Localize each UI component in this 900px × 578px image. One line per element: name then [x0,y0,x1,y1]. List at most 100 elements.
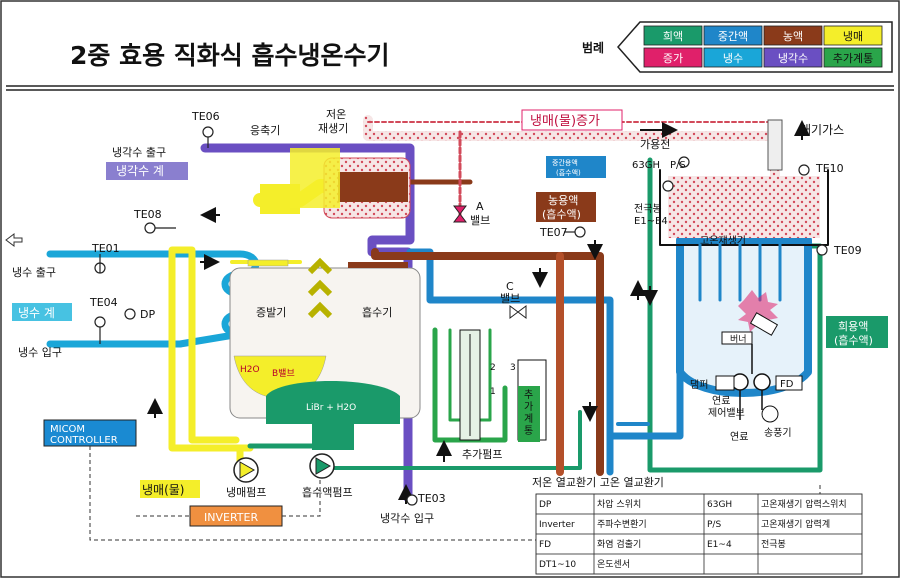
label-cooling-in: 냉각수 입구 [380,512,434,525]
table-cell: Inverter [539,520,575,530]
legend-swatch [763,25,823,46]
label-absorber: 흡수기 [362,305,392,319]
label-fuel: 연료 [730,431,748,443]
burner-assembly [715,290,803,423]
table-cell: 고온재생기 압력스위치 [761,498,847,510]
legend-item-label: 희액 [663,30,683,43]
table-cell: E1~4 [707,540,732,550]
label-te04: TE04 [89,296,118,309]
label-fuel-valve-1: 연료 [712,395,730,407]
label-te07: TE07 [539,226,568,239]
label-blower: 송풍기 [764,427,792,439]
label-refrigerant-water: 냉매(물) [142,483,184,497]
table-cell: P/S [707,520,721,530]
legend-swatch [703,47,763,68]
table-cell: DT1~10 [539,560,576,570]
label-damper: 댐퍼 [690,379,708,391]
refrigerant-tag [140,480,200,498]
label-h2o: H2O [240,365,260,375]
label-chilled-out: 냉수 출구 [12,266,56,279]
table-cell: 화염 검출기 [597,538,641,550]
label-add-1: 추 [524,389,533,401]
label-fuel-valve-2: 제어밸브 [708,407,745,419]
arrows [147,120,810,504]
label-add-pump: 추가펌프 [462,448,502,461]
label-valve-a-1: A [476,200,484,213]
valve-a-icon [453,205,467,223]
absorbent-pump-icon [309,453,335,479]
label-cooling-out: 냉각수 출구 [112,146,166,159]
label-hx: 저온 열교환기 고온 열교환기 [532,476,664,489]
label-chilled-in: 냉수 입구 [18,346,62,359]
label-add-2: 가 [524,401,533,413]
label-gas-ps: P/S [670,160,686,171]
label-combust: 가용전 [640,138,670,151]
label-te09: TE09 [833,244,862,257]
label-cooling-line: 냉각수 계 [116,164,164,178]
label-refrigerant-vapor: 냉매(물)증가 [530,114,600,129]
label-te06: TE06 [191,110,220,123]
left-arrow-icon [5,233,23,247]
label-fd: FD [780,379,794,390]
label-te08: TE08 [133,208,162,221]
legend-item-label: 냉수 [723,52,743,65]
label-exhaust: 배기가스 [800,123,844,137]
label-te10: TE10 [815,162,844,175]
label-low-regen-2: 재생기 [318,122,348,135]
valve-c-icon [509,305,527,319]
legend-swatch [823,25,883,46]
label-micom-1: MICOM [50,424,85,435]
low-temp-regenerator [260,148,411,219]
label-te01: TE01 [91,242,120,255]
label-abs-pump: 흡수액펌프 [302,485,353,499]
refrigerant-pump-icon [233,457,259,483]
label-micom-2: CONTROLLER [50,435,118,446]
table-cell: 63GH [707,500,732,510]
label-inverter: INVERTER [204,511,258,524]
label-burner: 버너 [730,334,747,345]
label-valve-a-2: 밸브 [470,214,490,227]
temperature-sensor-icons [94,126,828,506]
legend-item-label: 냉매 [843,30,863,43]
legend-label: 범례 [582,40,604,55]
label-electrode-1: 전극봉 [634,203,662,215]
table-cell: FD [539,540,551,550]
mid-liquid-tag [546,156,606,178]
label-electrode-2: E1~E4 [634,216,668,227]
label-gas-63gh: 63GH [632,160,660,171]
legend-swatch [643,47,703,68]
label-n2: 2 [490,363,496,373]
label-mid-liquid-2: (흡수액) [556,168,581,177]
legend-item-label: 냉각수 [778,52,808,65]
diagram-title: 2중 효용 직화식 흡수냉온수기 [70,41,390,70]
abbreviation-table: DP 차압 스위치 63GH 고온재생기 압력스위치 Inverter 주파수변환기 P/S… [535,493,863,575]
label-b-valve: B밸브 [272,368,295,379]
label-ref-pump: 냉매펌프 [226,486,266,499]
table-cell: 온도센서 [597,559,630,570]
label-add-4: 통 [524,425,533,437]
label-valve-c-1: C [506,280,514,293]
dilute-tag [826,316,888,348]
evaporator-absorber-shell [229,257,421,450]
label-libr: LiBr + H2O [306,403,356,413]
legend-swatch [643,25,703,46]
legend-swatch [703,25,763,46]
legend-item-label: 추가계통 [833,52,873,65]
table-cell: 주파수변환기 [597,518,647,530]
label-n1: 1 [490,387,496,397]
label-dilute-2: (흡수액) [834,333,873,347]
label-high-regen: 고온재생기 [700,235,746,247]
cooling-line-tag [106,162,188,180]
table-cell: DP [539,500,552,510]
table-cell: 차압 스위치 [597,498,641,510]
label-evaporator: 증발기 [256,306,286,319]
label-rich-1: 농용액 [548,194,578,207]
label-mid-liquid-1: 중간용액 [552,158,578,167]
label-te03: TE03 [417,492,446,505]
label-n3: 3 [510,363,516,373]
vapor-tag [521,109,623,131]
legend-swatch [823,47,883,68]
table-cell: 고온재생기 압력계 [761,518,830,530]
